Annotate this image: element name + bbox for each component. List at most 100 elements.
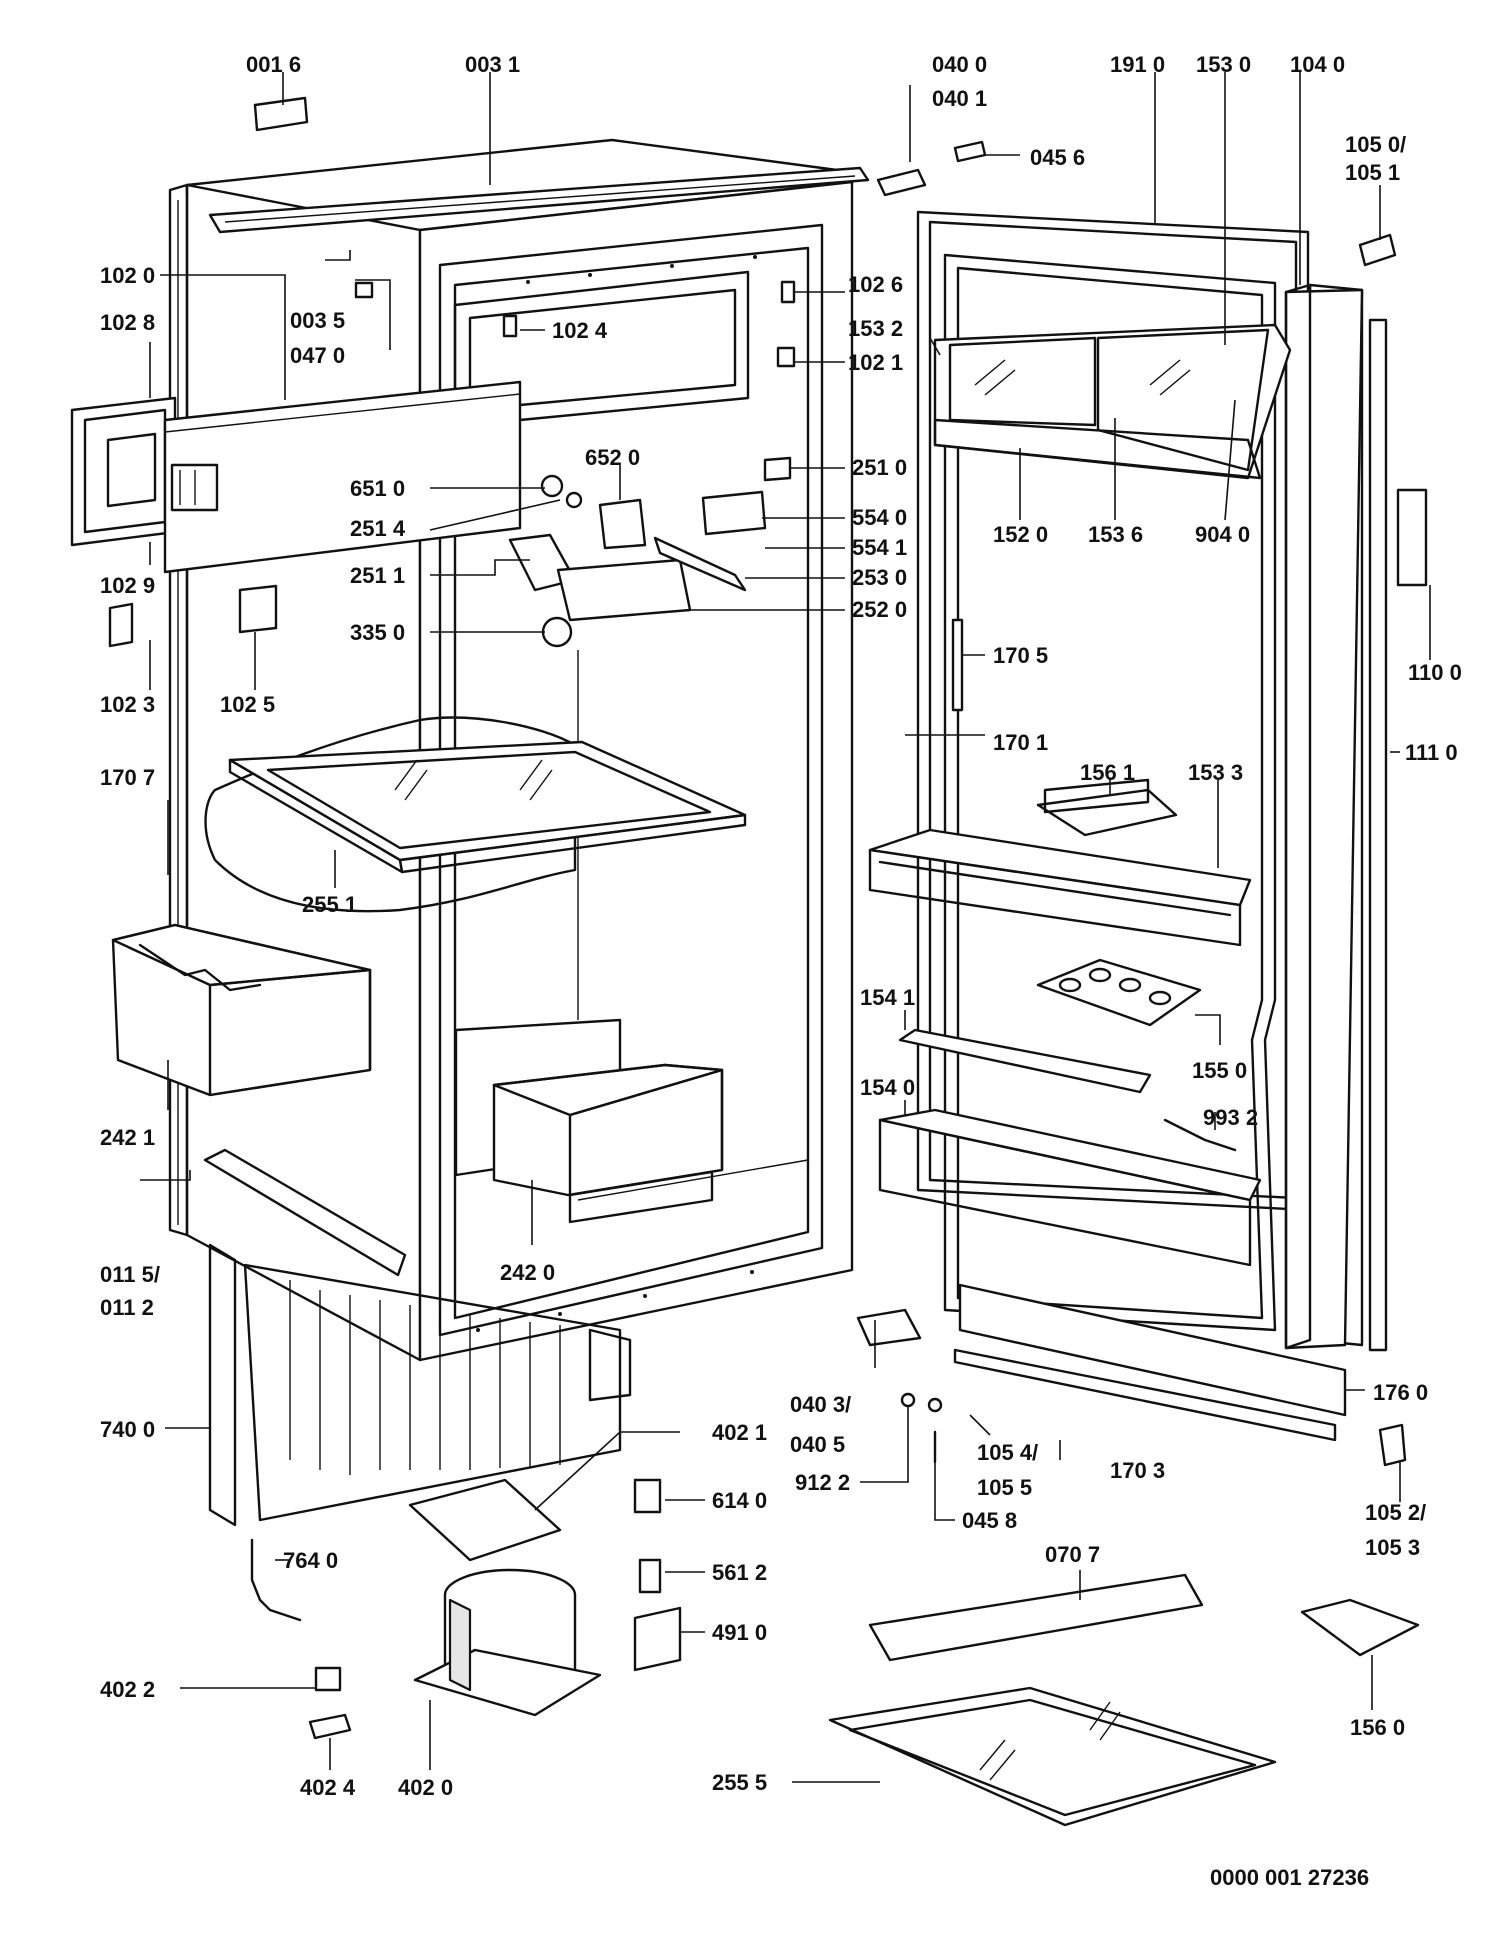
label-4020: 402 0 <box>398 1775 453 1800</box>
hinge-1052 <box>1378 1423 1407 1467</box>
butter-box <box>1036 788 1178 837</box>
hinge-0400 <box>876 168 927 197</box>
crisper-drawer-left <box>111 923 372 1097</box>
label-6520: 652 0 <box>585 445 640 470</box>
label-0456: 045 6 <box>1030 145 1085 170</box>
label-0400: 040 0 <box>932 52 987 77</box>
dairy-compartment <box>933 323 1292 480</box>
part-4024 <box>308 1713 352 1740</box>
door-shelf-upper <box>868 828 1252 947</box>
label-1100: 110 0 <box>1408 660 1462 685</box>
label-2511: 251 1 <box>350 563 405 588</box>
label-1055: 105 5 <box>977 1475 1032 1500</box>
part-6140 <box>633 1478 662 1514</box>
cutaway-outline <box>204 716 577 913</box>
label-9040: 904 0 <box>1195 522 1250 547</box>
label-1701: 170 1 <box>993 730 1048 755</box>
label-2530: 253 0 <box>852 565 907 590</box>
label-1532: 153 2 <box>848 316 903 341</box>
egg-tray <box>1036 958 1202 1027</box>
label-0016: 001 6 <box>246 52 301 77</box>
glass-shelf-upper <box>228 740 747 874</box>
label-7640: 764 0 <box>283 1548 338 1573</box>
label-0470: 047 0 <box>290 343 345 368</box>
door-shelf-lower <box>878 1108 1262 1267</box>
label-1025: 102 5 <box>220 692 275 717</box>
label-0707: 070 7 <box>1045 1542 1100 1567</box>
lever-2530 <box>653 536 747 592</box>
part-1705 <box>951 618 964 712</box>
fridge-door <box>916 210 1388 1352</box>
glass-shelf-lower <box>828 1686 1277 1827</box>
label-9932: 993 2 <box>1203 1105 1258 1130</box>
label-1054: 105 4/ <box>977 1440 1038 1465</box>
label-7400: 740 0 <box>100 1417 155 1442</box>
label-2510: 251 0 <box>852 455 907 480</box>
switch-6520 <box>598 498 647 550</box>
label-4021: 402 1 <box>712 1420 767 1445</box>
label-0401: 040 1 <box>932 86 987 111</box>
part-1023 <box>108 602 134 648</box>
label-0035: 003 5 <box>290 308 345 333</box>
compressor-bracket <box>408 1478 562 1562</box>
label-5612: 561 2 <box>712 1560 767 1585</box>
freezer-door <box>70 380 522 574</box>
label-9122: 912 2 <box>795 1470 850 1495</box>
label-1052: 105 2/ <box>1365 1500 1426 1525</box>
part-4022 <box>314 1666 342 1692</box>
label-1029: 102 9 <box>100 573 155 598</box>
label-0031: 003 1 <box>465 52 520 77</box>
knob-3350 <box>541 616 573 648</box>
trim-1703 <box>953 1348 1337 1442</box>
part-1025 <box>238 584 278 634</box>
label-0112: 011 2 <box>100 1295 154 1320</box>
label-1110: 111 0 <box>1405 740 1458 765</box>
label-1541: 154 1 <box>860 985 915 1010</box>
condenser <box>208 1243 632 1527</box>
vent-0707 <box>868 1573 1204 1662</box>
wire-9932 <box>1163 1118 1237 1152</box>
thermostat-5540 <box>701 490 767 536</box>
label-5541: 554 1 <box>852 535 907 560</box>
part-4910 <box>633 1606 682 1672</box>
label-1703: 170 3 <box>1110 1458 1165 1483</box>
label-1020: 102 0 <box>100 263 155 288</box>
label-1561: 156 1 <box>1080 760 1135 785</box>
hinge-0403 <box>856 1308 922 1347</box>
label-1536: 153 6 <box>1088 522 1143 547</box>
part-1024 <box>502 314 518 338</box>
label-0115: 011 5/ <box>100 1262 160 1287</box>
label-1530: 153 0 <box>1196 52 1251 77</box>
lamp-socket-2514 <box>565 491 583 509</box>
door-bottom-trim <box>958 1283 1347 1417</box>
shelf-rail <box>898 1028 1152 1094</box>
drawing-reference-number: 0000 001 27236 <box>1210 1865 1369 1890</box>
part-9122 <box>900 1392 916 1408</box>
label-1021: 102 1 <box>848 350 903 375</box>
label-2514: 251 4 <box>350 516 406 541</box>
label-1540: 154 0 <box>860 1075 915 1100</box>
label-6140: 614 0 <box>712 1488 767 1513</box>
label-1707: 170 7 <box>100 765 155 790</box>
label-2420: 242 0 <box>500 1260 555 1285</box>
part-0035 <box>354 281 374 299</box>
part-1100 <box>1396 488 1428 587</box>
label-1533: 153 3 <box>1188 760 1243 785</box>
label-1024: 102 4 <box>552 318 608 343</box>
label-1026: 102 6 <box>848 272 903 297</box>
label-6510: 651 0 <box>350 476 405 501</box>
label-0405: 040 5 <box>790 1432 845 1457</box>
part-1026 <box>780 280 796 304</box>
compressor <box>413 1568 602 1717</box>
label-1520: 152 0 <box>993 522 1048 547</box>
label-2421: 242 1 <box>100 1125 155 1150</box>
label-1053: 105 3 <box>1365 1535 1420 1560</box>
label-2520: 252 0 <box>852 597 907 622</box>
label-2551: 255 1 <box>302 892 357 917</box>
label-4022: 402 2 <box>100 1677 155 1702</box>
label-0458: 045 8 <box>962 1508 1017 1533</box>
lamp-6510 <box>540 474 564 498</box>
label-5540: 554 0 <box>852 505 907 530</box>
part-number-labels: 001 6 003 1 040 0 040 1 045 6 191 0 153 … <box>100 52 1462 1800</box>
